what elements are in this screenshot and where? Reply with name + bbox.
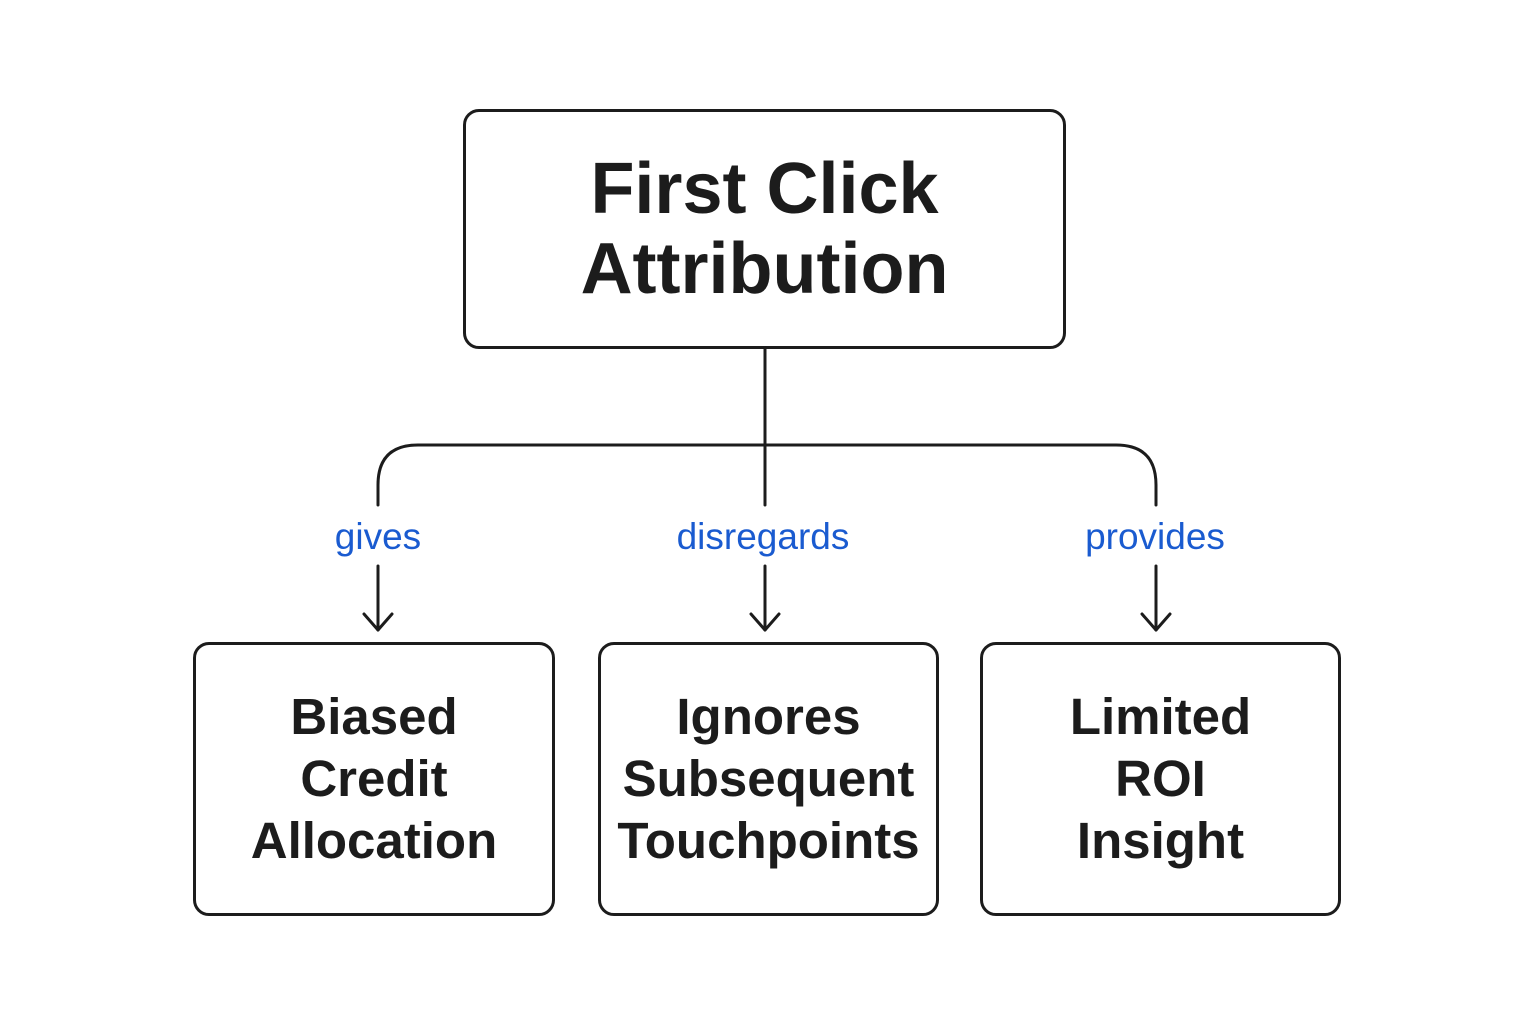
edge-label-provides: provides (1085, 516, 1225, 557)
child-node-label: Ignores Subsequent Touchpoints (617, 688, 920, 869)
child-node-limited-roi-insight: Limited ROI Insight (980, 642, 1341, 916)
branch-bus-line (376, 443, 1158, 507)
arrow-to-biased-credit (362, 564, 394, 632)
child-node-ignores-subsequent-touchpoints: Ignores Subsequent Touchpoints (598, 642, 939, 916)
edge-label-disregards: disregards (676, 516, 850, 557)
root-node-label: First Click Attribution (580, 149, 949, 309)
child-node-label: Biased Credit Allocation (250, 688, 498, 869)
root-node-first-click-attribution: First Click Attribution (463, 109, 1066, 349)
arrow-to-ignores-touchpoints (749, 564, 781, 632)
child-node-label: Limited ROI Insight (1069, 688, 1252, 869)
arrow-to-limited-roi (1140, 564, 1172, 632)
edge-label-gives: gives (334, 516, 422, 557)
child-node-biased-credit-allocation: Biased Credit Allocation (193, 642, 555, 916)
